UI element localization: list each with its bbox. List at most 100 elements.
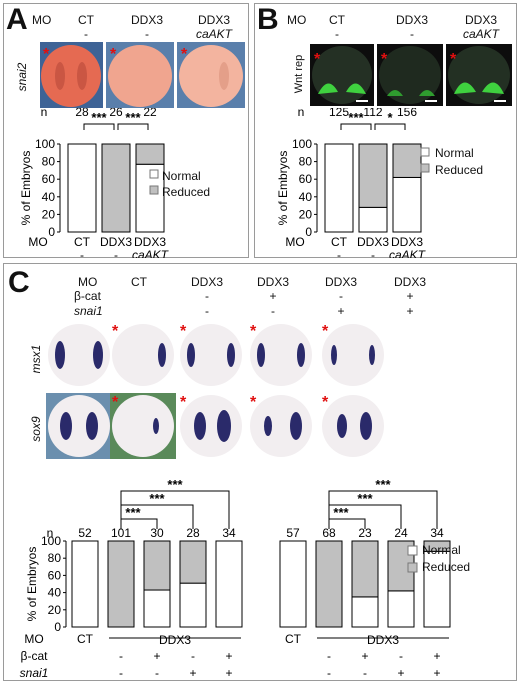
bar-normal [324,143,354,233]
star-marker: * [250,394,257,411]
bar-reduced [179,540,207,584]
x-tick-label: DDX3 [391,235,423,249]
sig-label: *** [91,110,107,125]
n-value: 156 [397,108,417,119]
embryo-image: * [178,393,244,459]
embryo-image: * [248,393,314,459]
embryo-image-ddx3: * [377,44,443,106]
x-tick-sublabel: caAKT [389,248,427,258]
x-tick-sublabel: caAKT [132,248,170,258]
x-ct-label: CT [285,632,302,646]
col-header-1: CT [78,13,94,27]
col-header-1: CT [131,275,147,289]
legend-normal-label: Normal [435,146,474,160]
x-snai1-sign: + [397,666,404,679]
star-marker: * [180,394,187,411]
col-header-2: DDX3 [190,275,223,289]
y-tick-label: 80 [42,155,56,169]
star-marker: * [381,51,388,68]
bar-reduced [135,143,165,165]
x-mo-label: MO [28,235,47,249]
y-tick-label: 0 [48,225,55,239]
col-bcat-2: - [205,289,209,303]
row-label-bcat: β-cat [74,289,101,303]
col-header-3: DDX3 [197,13,230,27]
x-bcat-sign: + [361,649,368,663]
marker-label: Wnt rep [293,54,305,94]
sig-label: *** [125,505,141,520]
bar-normal [387,590,415,628]
star-marker: * [112,394,119,411]
embryo-image [46,322,110,388]
legend-normal-swatch [407,545,418,556]
y-tick-label: 40 [299,190,313,204]
embryo-image: * [320,322,386,388]
sig-bracket [120,490,230,529]
n-value: 22 [143,108,157,119]
x-mo-label: MO [285,235,304,249]
y-tick-label: 80 [48,551,62,565]
sig-label: *** [348,110,364,125]
x-bcat-label: β-cat [21,649,49,663]
bar-normal [143,589,171,628]
bar-normal [279,540,307,628]
bar-normal [392,176,422,233]
bar-reduced [101,143,131,233]
col-header-3: DDX3 [464,13,497,27]
n-value: 125 [329,108,349,119]
col-bcat-5: + [406,289,414,303]
col-header-2: DDX3 [395,13,428,27]
scale-bar [356,100,368,102]
embryo-image-ddx3-caakt: * [177,42,245,108]
col-sub-2: - [410,27,414,41]
y-axis-label: % of Embryos [19,151,33,226]
bar-normal [351,596,379,628]
star-marker: * [180,323,187,340]
embryo-image-ct: * [310,44,374,106]
x-tick-label: DDX3 [357,235,389,249]
x-snai1-sign: + [225,666,232,679]
n-value: 34 [222,526,236,540]
bar-reduced [143,540,171,591]
col-header-5: DDX3 [393,275,426,289]
legend-normal-label: Normal [422,543,461,557]
bar-normal [423,550,451,628]
x-bcat-sign: - [327,649,331,663]
x-snai1-sign: - [327,666,331,679]
sig-label: *** [375,477,391,492]
x-bcat-sign: + [225,649,232,663]
x-bcat-sign: + [153,649,160,663]
star-marker: * [314,51,321,68]
bar-normal [179,582,207,628]
embryo-image-ddx3-caakt: * [446,44,512,106]
col-snai1-5: + [406,304,414,318]
sig-bracket [340,123,372,130]
sig-label: *** [357,491,373,506]
n-value: 52 [78,526,92,540]
sig-label: * [387,110,393,125]
marker-label-msx1: msx1 [29,344,43,374]
star-marker: * [250,323,257,340]
col-bcat-3: + [269,289,277,303]
n-label: n [47,526,54,540]
x-mo-label: MO [24,632,43,646]
col-snai1-4: + [337,304,345,318]
star-marker: * [181,46,188,63]
y-tick-label: 40 [42,190,56,204]
col-header-4: DDX3 [324,275,357,289]
y-tick-label: 0 [54,620,61,634]
col-sub-2: - [145,27,149,41]
x-ct-label: CT [77,632,94,646]
sig-bracket [374,123,406,130]
col-header-2: DDX3 [130,13,163,27]
row-label-snai1: snai1 [74,304,103,318]
legend-normal-label: Normal [162,169,201,183]
msx1-image-row: **** [46,322,514,390]
x-snai1-label: snai1 [20,666,49,679]
x-ddx3-label: DDX3 [367,633,399,647]
n-label: n [41,108,48,119]
bar-reduced [351,540,379,598]
embryo-image-ddx3: * [106,42,174,108]
y-tick-label: 60 [299,172,313,186]
